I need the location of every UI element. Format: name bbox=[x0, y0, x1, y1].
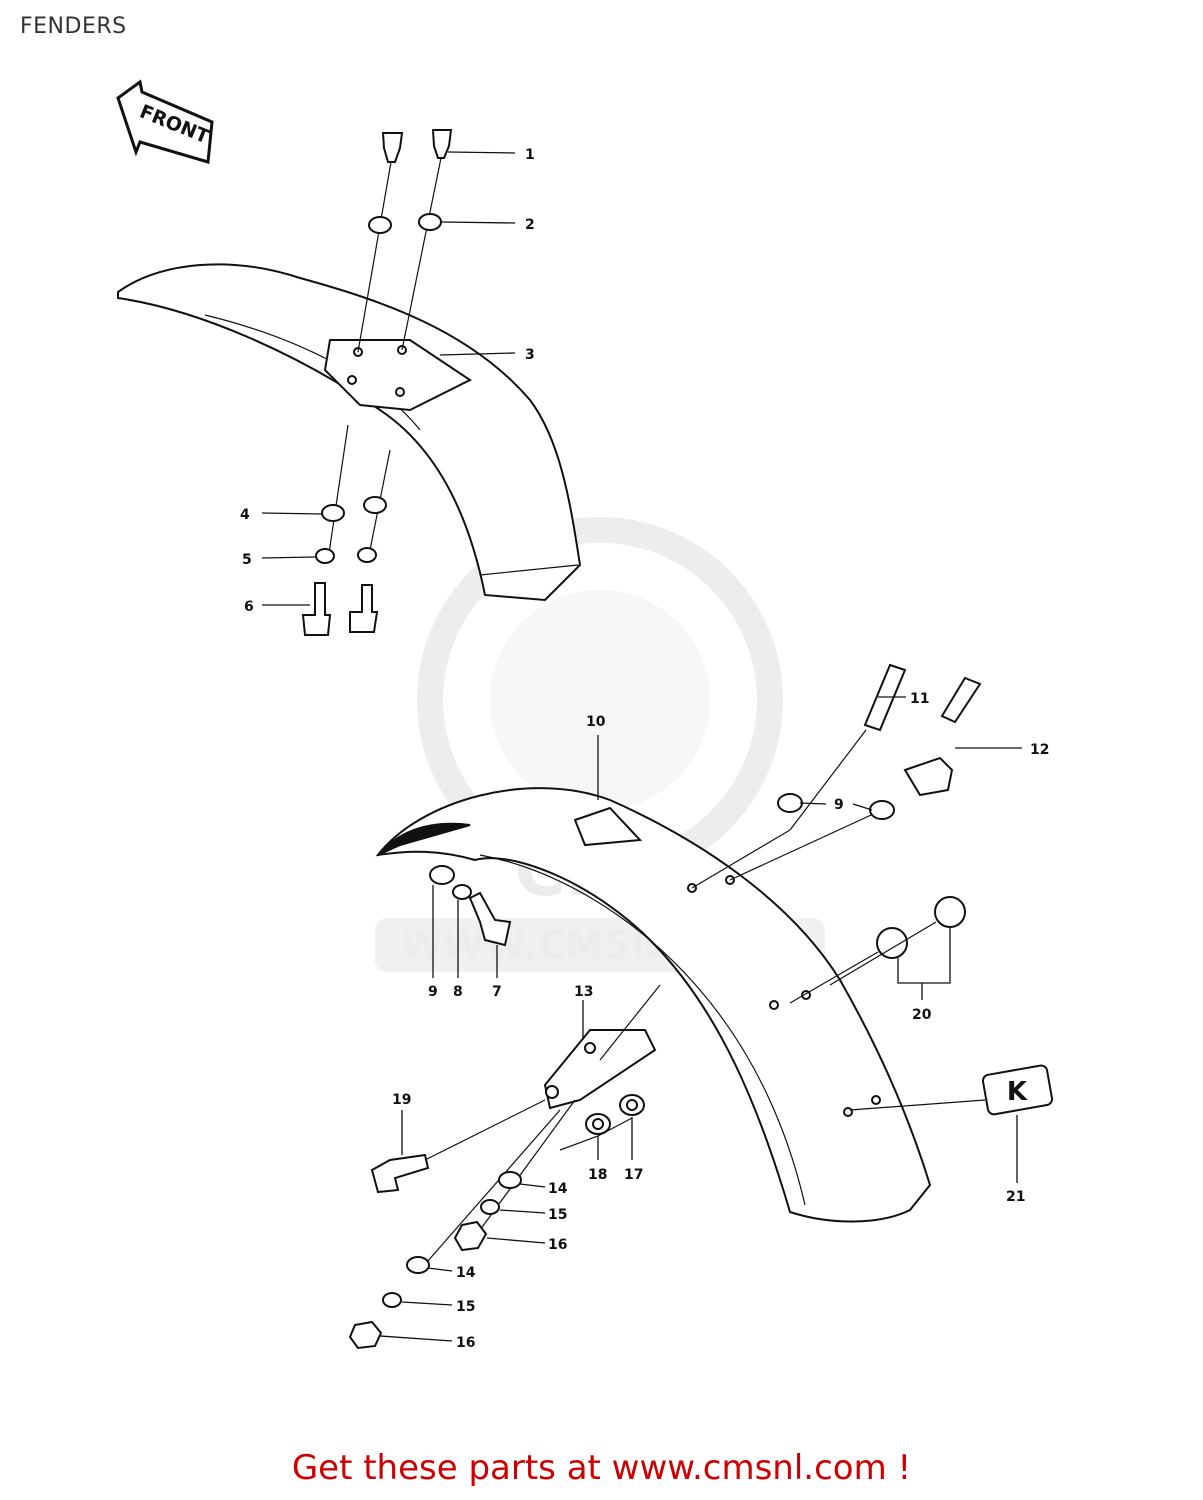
callout-6: 6 bbox=[244, 599, 254, 615]
fenders-diagram: CMS WWW.CMSNL.COM FRONT bbox=[116, 79, 1054, 1351]
callout-11: 11 bbox=[910, 691, 929, 707]
callout-8: 8 bbox=[453, 984, 463, 1000]
callout-9-upper: 9 bbox=[834, 797, 844, 813]
callout-19: 19 bbox=[392, 1092, 411, 1108]
callout-2: 2 bbox=[525, 217, 535, 233]
callout-13: 13 bbox=[574, 984, 593, 1000]
callout-4: 4 bbox=[240, 507, 250, 523]
callout-20: 20 bbox=[912, 1007, 932, 1023]
callout-14-lower: 14 bbox=[456, 1265, 476, 1281]
callout-21: 21 bbox=[1006, 1189, 1025, 1205]
front-arrow: FRONT bbox=[116, 79, 214, 164]
page-title: FENDERS bbox=[20, 14, 127, 39]
callout-17: 17 bbox=[624, 1167, 643, 1183]
callout-10: 10 bbox=[586, 714, 606, 730]
callout-3: 3 bbox=[525, 347, 535, 363]
leader-lines bbox=[261, 151, 1022, 1342]
callout-5: 5 bbox=[242, 552, 252, 568]
callout-15-lower: 15 bbox=[456, 1299, 475, 1315]
callout-12: 12 bbox=[1030, 742, 1049, 758]
front-fender-hardware bbox=[301, 129, 453, 636]
callout-18: 18 bbox=[588, 1167, 607, 1183]
callout-9: 9 bbox=[428, 984, 438, 1000]
rear-fender-hardware: K bbox=[348, 663, 1054, 1350]
callout-16-upper: 16 bbox=[548, 1237, 567, 1253]
callout-7: 7 bbox=[492, 984, 502, 1000]
callout-1: 1 bbox=[525, 147, 535, 163]
cmsnl-parts-link[interactable]: Get these parts at www.cmsnl.com ! bbox=[291, 1448, 912, 1488]
callouts: 1 2 3 4 5 6 7 8 9 9 10 11 12 13 14 14 15… bbox=[240, 147, 1049, 1351]
svg-text:K: K bbox=[1007, 1077, 1028, 1107]
rear-fender bbox=[375, 787, 932, 1223]
callout-16-lower: 16 bbox=[456, 1335, 475, 1351]
callout-14-upper: 14 bbox=[548, 1181, 568, 1197]
front-fender bbox=[117, 263, 582, 602]
callout-15-upper: 15 bbox=[548, 1207, 567, 1223]
